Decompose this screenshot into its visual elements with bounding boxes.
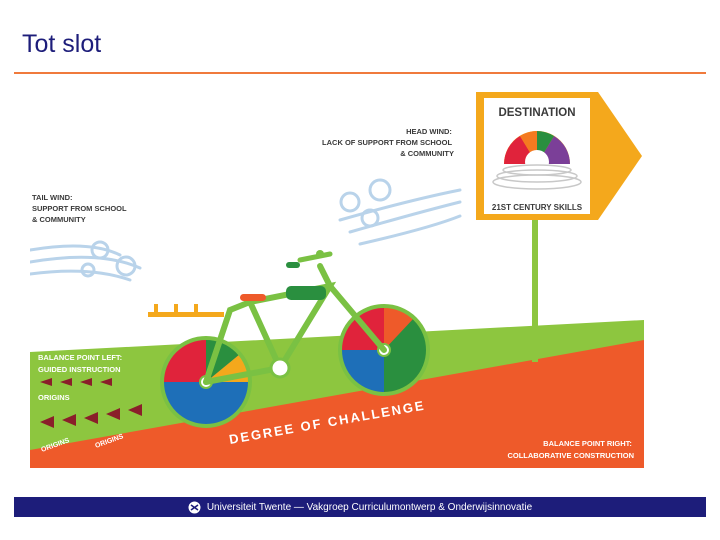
ground-orange-slope [30, 340, 644, 468]
university-logo-icon [188, 501, 201, 514]
footer-bar: Universiteit Twente — Vakgroep Curriculu… [14, 497, 706, 517]
bicycle-icon [148, 250, 430, 428]
page-title: Tot slot [22, 30, 102, 58]
skills-rainbow-icon [492, 131, 582, 190]
bicycle-metaphor-illustration: HEAD WIND: LACK OF SUPPORT FROM SCHOOL &… [30, 90, 644, 468]
origins-label: ORIGINS [38, 393, 70, 402]
balance-right-label: BALANCE POINT RIGHT: COLLABORATIVE CONST… [507, 439, 634, 460]
destination-label: DESTINATION [498, 107, 575, 119]
balance-left-label: BALANCE POINT LEFT: GUIDED INSTRUCTION [38, 353, 124, 374]
signpost-pole [532, 220, 538, 362]
head-wind-label: HEAD WIND: LACK OF SUPPORT FROM SCHOOL &… [322, 127, 454, 158]
origins-arrows [40, 378, 142, 428]
skills-label: 21ST CENTURY SKILLS [492, 203, 583, 212]
tail-wind-icon [30, 240, 142, 282]
tail-wind-label: TAIL WIND: SUPPORT FROM SCHOOL & COMMUNI… [32, 193, 129, 224]
head-wind-icon [338, 178, 462, 246]
title-divider [14, 72, 706, 74]
footer-text: Universiteit Twente — Vakgroep Curriculu… [206, 501, 533, 513]
